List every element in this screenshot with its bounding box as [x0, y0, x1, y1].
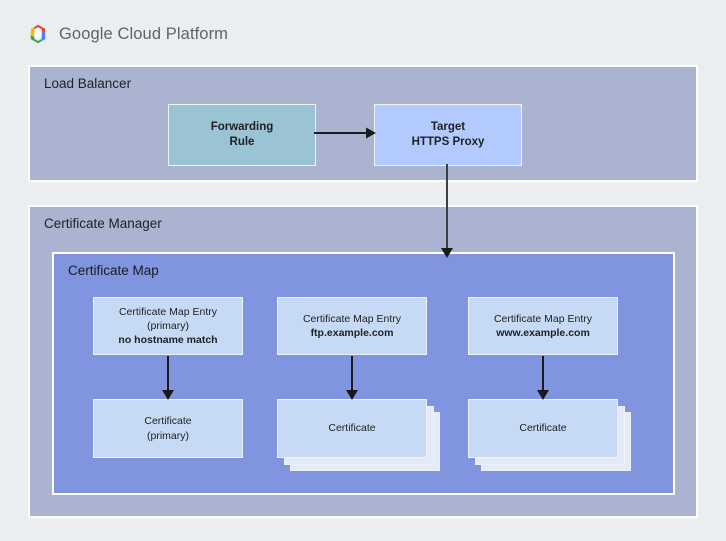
- group-title-load-balancer: Load Balancer: [44, 76, 132, 91]
- group-title-certificate-map: Certificate Map: [68, 263, 159, 278]
- node-forwarding-rule-label: Forwarding Rule: [211, 120, 274, 150]
- certificate-1-title: Certificate: [144, 415, 192, 428]
- group-load-balancer: Load Balancer: [28, 65, 698, 182]
- node-target-https-proxy-line1: Target: [430, 120, 466, 133]
- group-title-certificate-manager: Certificate Manager: [44, 216, 162, 231]
- node-forwarding-rule[interactable]: Forwarding Rule: [168, 104, 316, 166]
- certificate-1-subtitle: (primary): [147, 429, 189, 442]
- map-entry-1-subtitle: (primary): [147, 319, 189, 332]
- brand-header: Google Cloud Platform: [26, 20, 228, 48]
- node-certificate-map-entry-www[interactable]: Certificate Map Entry www.example.com: [468, 297, 618, 355]
- connector-forwarding-rule-to-target-https-proxy: [314, 127, 376, 139]
- node-certificate-www[interactable]: Certificate: [468, 399, 618, 458]
- connector-map-entry-2-to-certificate-2: [346, 356, 358, 400]
- map-entry-3-host: www.example.com: [496, 327, 590, 339]
- certificate-3-title: Certificate: [519, 422, 567, 435]
- brand-title: Google Cloud Platform: [59, 25, 228, 44]
- node-target-https-proxy[interactable]: Target HTTPS Proxy: [374, 104, 522, 166]
- node-target-https-proxy-label: Target HTTPS Proxy: [412, 120, 485, 150]
- certificate-2-title: Certificate: [328, 422, 376, 435]
- map-entry-3-title: Certificate Map Entry: [493, 312, 593, 325]
- brand-title-cloud-platform: Cloud Platform: [112, 24, 229, 43]
- node-certificate-map-entry-ftp[interactable]: Certificate Map Entry ftp.example.com: [277, 297, 427, 355]
- map-entry-2-host: ftp.example.com: [310, 327, 394, 339]
- map-entry-2-title: Certificate Map Entry: [302, 312, 402, 325]
- connector-map-entry-1-to-certificate-1: [162, 356, 174, 400]
- brand-title-google: Google: [59, 24, 113, 43]
- google-cloud-platform-logo-icon: [26, 22, 50, 46]
- connector-target-https-proxy-to-certificate-map: [441, 164, 453, 258]
- map-entry-1-host: no hostname match: [118, 334, 218, 347]
- node-target-https-proxy-line2: HTTPS Proxy: [411, 136, 485, 148]
- node-certificate-map-entry-primary[interactable]: Certificate Map Entry (primary) no hostn…: [93, 297, 243, 355]
- node-certificate-ftp[interactable]: Certificate: [277, 399, 427, 458]
- node-certificate-primary[interactable]: Certificate (primary): [93, 399, 243, 458]
- map-entry-1-title: Certificate Map Entry: [118, 305, 218, 318]
- node-forwarding-rule-line2: Rule: [229, 136, 255, 148]
- node-forwarding-rule-line1: Forwarding: [210, 120, 274, 133]
- connector-map-entry-3-to-certificate-3: [537, 356, 549, 400]
